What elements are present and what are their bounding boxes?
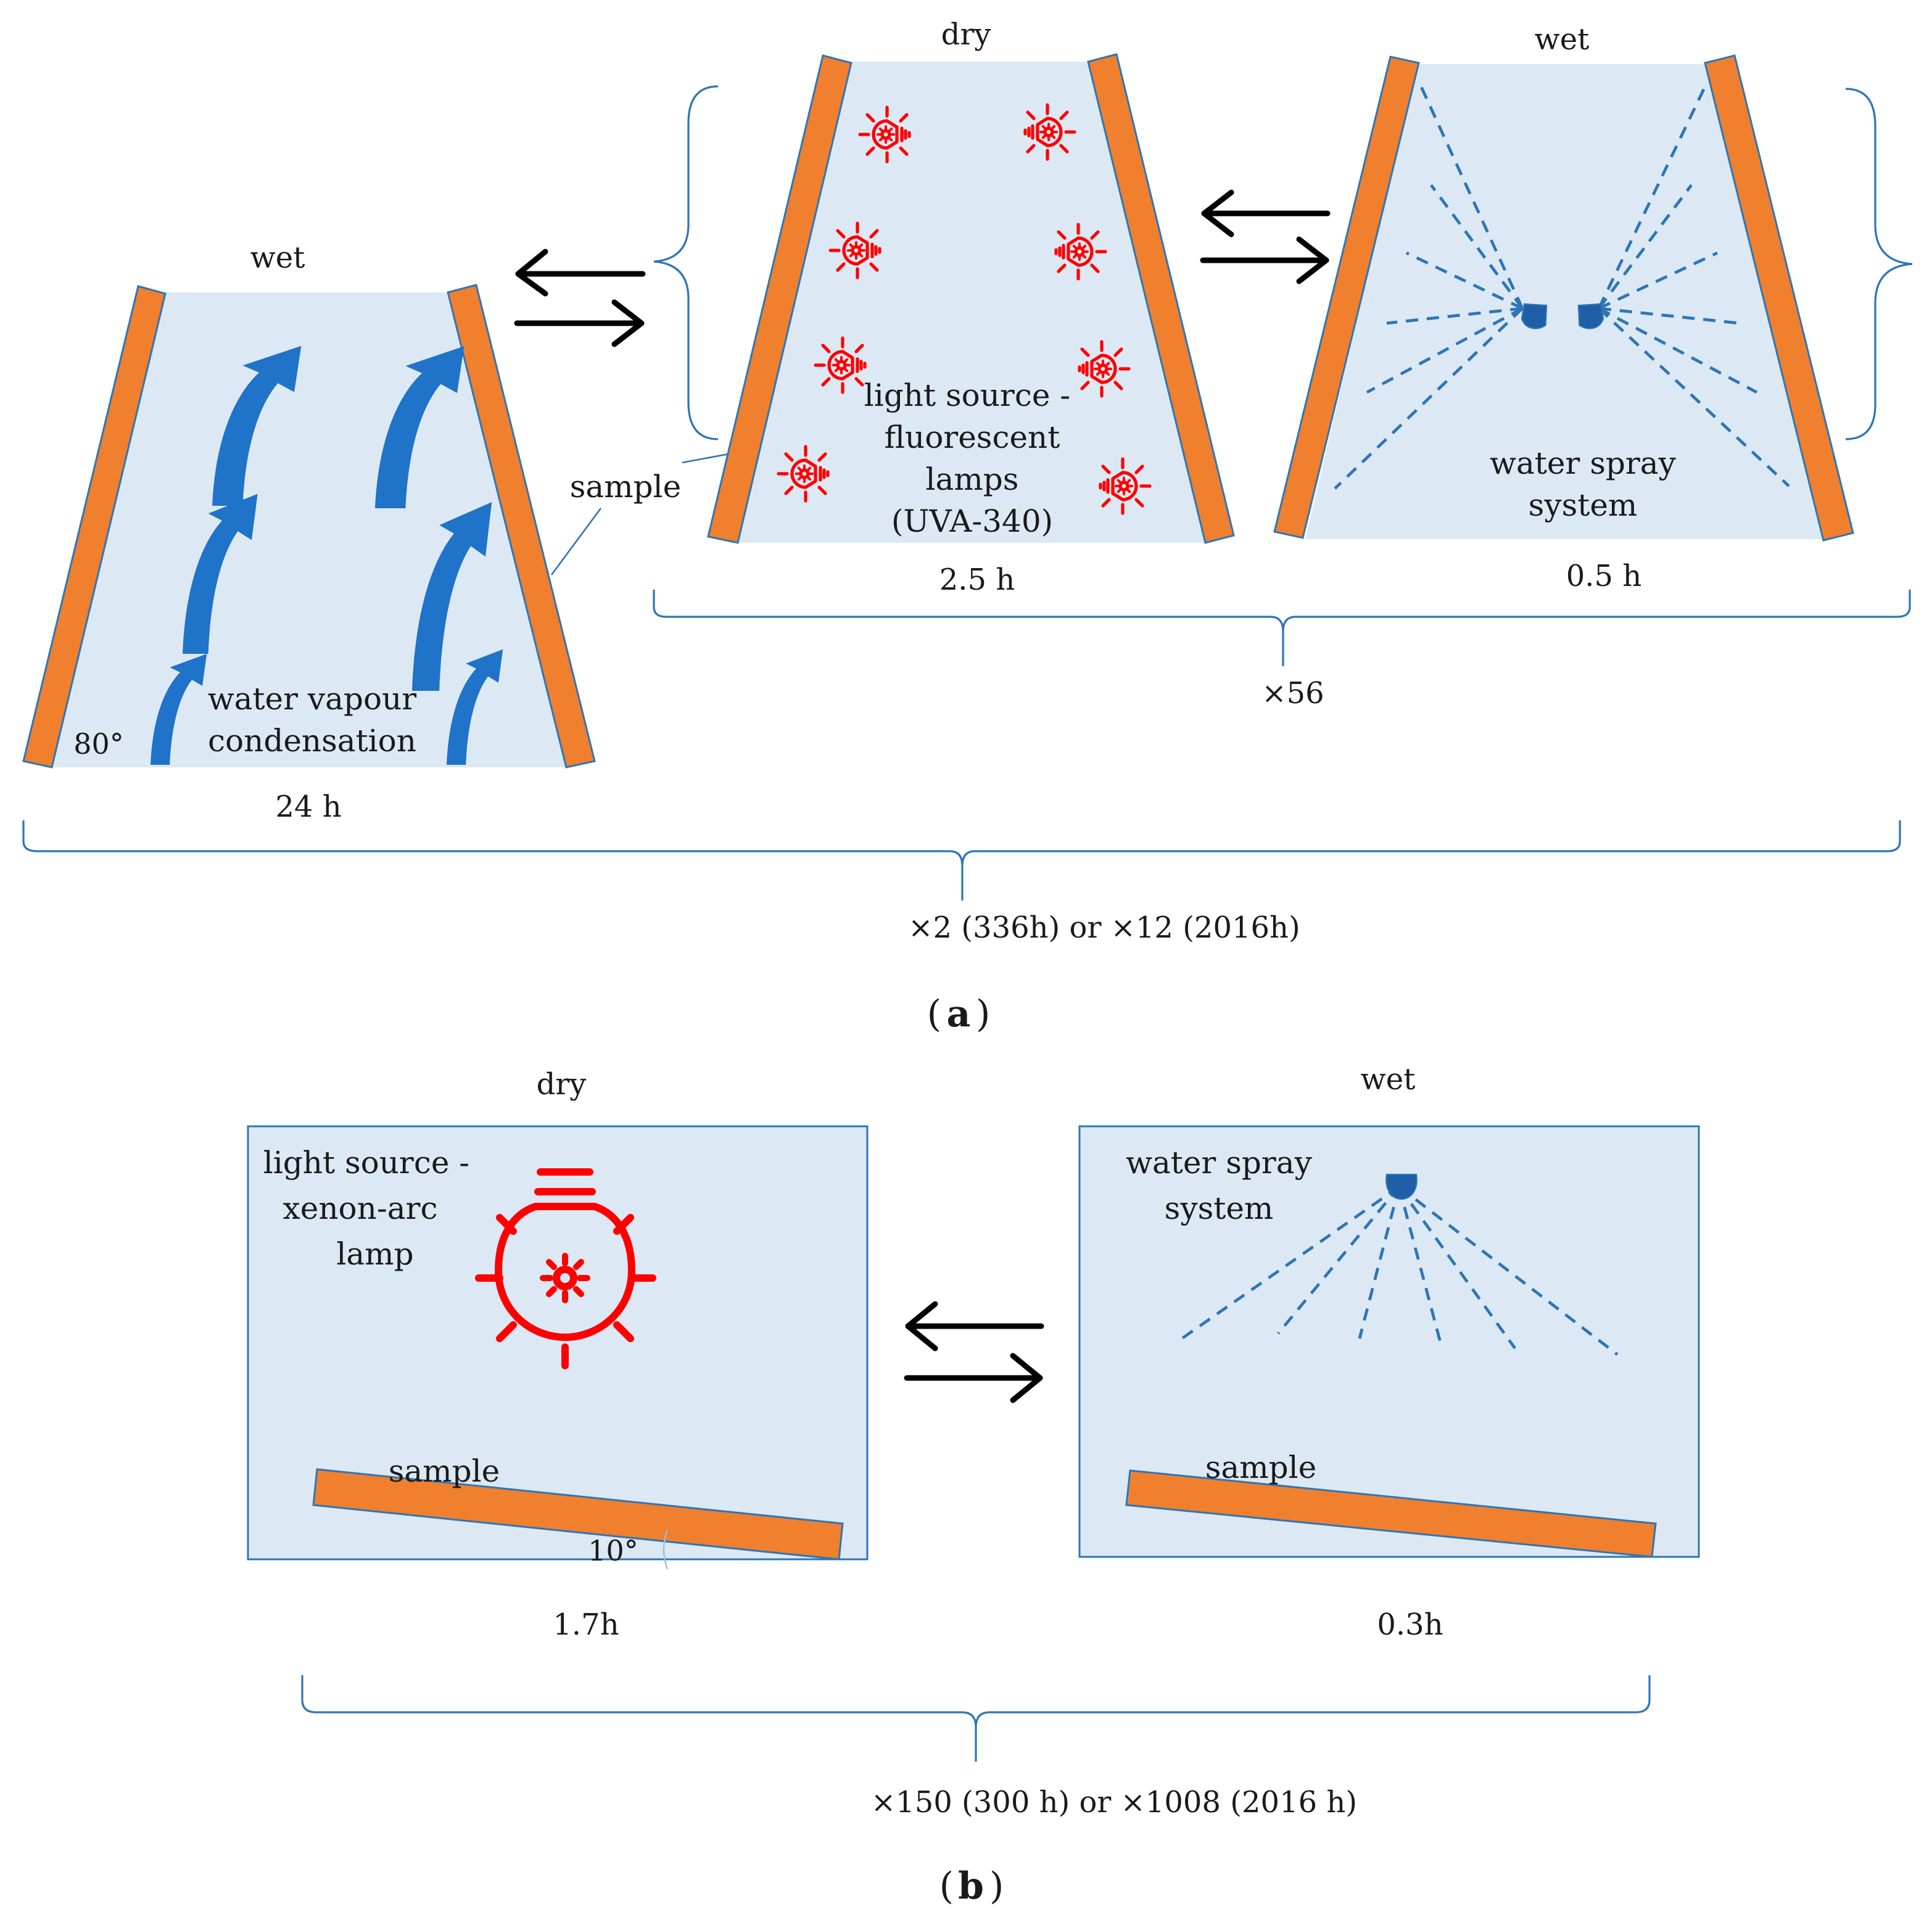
- inner-cycle-brace: [653, 590, 1911, 666]
- spray-chamber-b: wet water spray system sample 0.3h: [1078, 1062, 1700, 1642]
- xenon-description-line1: light source -: [263, 1145, 469, 1181]
- panel-a: wet water vapour condensation 80° 24 h s…: [22, 17, 1913, 1036]
- xenon-description-line2: xenon-arc: [283, 1190, 438, 1226]
- outer-cycle-label: ×2 (336h) or ×12 (2016h): [908, 910, 1300, 945]
- spray-jets: [1334, 80, 1790, 490]
- uv-chamber-interior: [738, 62, 1207, 543]
- reversible-arrows-icon: [514, 249, 646, 347]
- panel-b-caption: ( b ): [939, 1865, 1004, 1908]
- sample-callout: sample: [550, 452, 736, 575]
- cycle-brace-b: [301, 1675, 1651, 1762]
- sample-panel-right: [1704, 54, 1854, 542]
- spray-b-duration-label: 0.3h: [1377, 1607, 1443, 1642]
- spray-nozzle-icon: [1385, 1174, 1418, 1200]
- cycle-brace-right: [1845, 88, 1913, 440]
- light-bulb-gear-icon: [475, 1168, 656, 1369]
- spray-duration-label: 0.5 h: [1566, 559, 1642, 593]
- uv-chamber: dry light source - fluorescent lamps (UV…: [707, 17, 1235, 597]
- uv-duration-label: 2.5 h: [939, 563, 1015, 597]
- xenon-angle-label: 10°: [588, 1534, 638, 1567]
- spray-chamber-interior: [1305, 64, 1823, 539]
- uv-description-line2: fluorescent: [885, 419, 1060, 455]
- uv-description-line3: lamps: [926, 461, 1019, 497]
- reversible-arrows-icon: [904, 1301, 1044, 1403]
- spray-b-description-line1: water spray: [1126, 1145, 1312, 1181]
- condensation-duration-label: 24 h: [275, 790, 341, 824]
- panel-b: dry light source - xenon-arc lamp sample…: [247, 1062, 1700, 1908]
- caption-letter: b: [958, 1865, 984, 1908]
- xenon-chamber: dry light source - xenon-arc lamp sample…: [247, 1067, 869, 1642]
- xenon-state-label: dry: [537, 1067, 587, 1102]
- condensation-description-line2: condensation: [208, 723, 416, 759]
- spray-b-sample-label: sample: [1205, 1450, 1316, 1485]
- sample-label: sample: [570, 469, 681, 505]
- sample-pointer-line: [550, 508, 602, 575]
- spray-chamber: wet water spray system 0.5 h: [1273, 22, 1854, 593]
- sample-panel-left: [1273, 56, 1420, 539]
- caption-close-paren: ): [989, 1865, 1004, 1908]
- spray-jets: [1181, 1186, 1619, 1356]
- condensation-chamber: wet water vapour condensation 80° 24 h: [22, 241, 596, 824]
- caption-letter: a: [947, 992, 971, 1036]
- spray-description-line2: system: [1529, 487, 1638, 523]
- angle-arc: [663, 1529, 669, 1570]
- inner-cycle-label: ×56: [1261, 676, 1324, 711]
- sample-panel-right: [447, 284, 596, 769]
- caption-open-paren: (: [927, 992, 941, 1036]
- caption-close-paren: ): [976, 992, 990, 1036]
- spray-b-state-label: wet: [1361, 1062, 1416, 1097]
- caption-open-paren: (: [939, 1865, 954, 1908]
- condensation-description-line1: water vapour: [208, 681, 416, 717]
- spray-state-label: wet: [1535, 22, 1590, 57]
- uv-description-line1: light source -: [864, 377, 1070, 413]
- panel-a-caption: ( a ): [927, 992, 991, 1036]
- sample-pointer-line: [682, 452, 736, 464]
- sample-panel-left: [22, 285, 167, 769]
- condensation-angle-label: 80°: [73, 727, 124, 761]
- uv-state-label: dry: [941, 17, 991, 52]
- spray-b-description-line2: system: [1165, 1190, 1274, 1226]
- xenon-description-line3: lamp: [336, 1236, 413, 1272]
- spray-description-line1: water spray: [1490, 445, 1676, 481]
- uv-description-line4: (UVA-340): [891, 503, 1053, 539]
- cycle-label-b: ×150 (300 h) or ×1008 (2016 h): [871, 1785, 1357, 1820]
- reversible-arrows-icon: [1200, 189, 1331, 284]
- condensation-state-label: wet: [250, 241, 305, 275]
- outer-cycle-brace: [22, 820, 1901, 901]
- xenon-duration-label: 1.7h: [553, 1607, 619, 1642]
- sample-panel-right: [1087, 53, 1235, 544]
- sample-plate: [312, 1468, 844, 1561]
- cycle-brace-left: [653, 85, 719, 440]
- xenon-sample-label: sample: [389, 1453, 500, 1489]
- sample-panel-left: [707, 54, 852, 544]
- sample-plate: [1125, 1469, 1657, 1558]
